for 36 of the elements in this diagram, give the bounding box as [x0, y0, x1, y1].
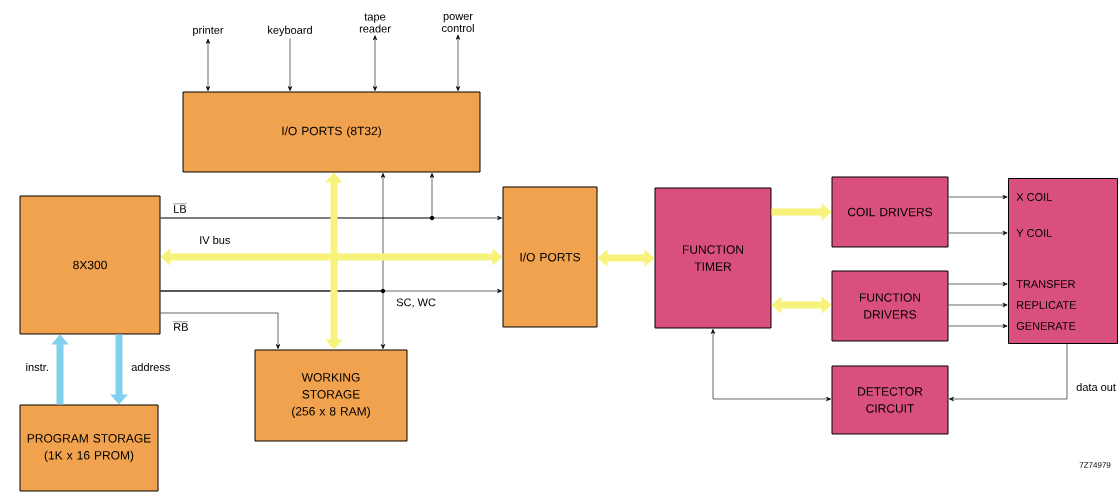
arrow — [710, 328, 832, 402]
timer-box: FUNCTION TIMER — [654, 187, 772, 329]
arrow — [160, 312, 281, 349]
device-label: keyboard — [268, 25, 312, 37]
device-label: tape reader — [359, 13, 391, 33]
storage-box: PROGRAM STORAGE (1K x 16 PROM) — [19, 404, 159, 492]
arrow — [455, 34, 461, 91]
arrow — [949, 343, 1068, 402]
storage-box: WORKING STORAGE (256 x 8 RAM) — [254, 349, 408, 442]
arrow — [372, 35, 378, 91]
detector-box: DETECTOR CIRCUIT — [831, 365, 949, 435]
arrow — [205, 38, 211, 91]
edge-label: RB — [172, 320, 190, 332]
device-label: printer — [193, 25, 224, 37]
port-box: I/O PORTS (8T32) — [182, 91, 481, 173]
processor-box: 8X300 — [19, 195, 161, 335]
arrow — [160, 173, 435, 219]
edge-label: address — [130, 361, 172, 373]
edge-label: instr. — [24, 361, 50, 373]
device-label: power control — [441, 14, 474, 32]
arrow — [287, 38, 293, 91]
port-box: I/O PORTS — [502, 186, 598, 328]
arrow — [948, 194, 1008, 200]
arrow — [948, 281, 1008, 287]
edge-label: SC, WC — [395, 297, 437, 309]
arrow — [160, 290, 386, 349]
arrow — [948, 302, 1008, 308]
driver-box: FUNCTION DRIVERS — [831, 270, 949, 342]
edge-label: IV bus — [198, 234, 232, 246]
coil-box: X COIL Y COIL TRANSFER REPLICATE GENERATE — [1008, 178, 1118, 344]
arrow — [948, 323, 1008, 329]
edge-label: data out — [1075, 381, 1117, 393]
driver-box: COIL DRIVERS — [831, 176, 949, 248]
figure-number: 7Z74979 — [1079, 462, 1111, 468]
arrow — [948, 230, 1008, 236]
edge-label: LB — [172, 202, 188, 214]
